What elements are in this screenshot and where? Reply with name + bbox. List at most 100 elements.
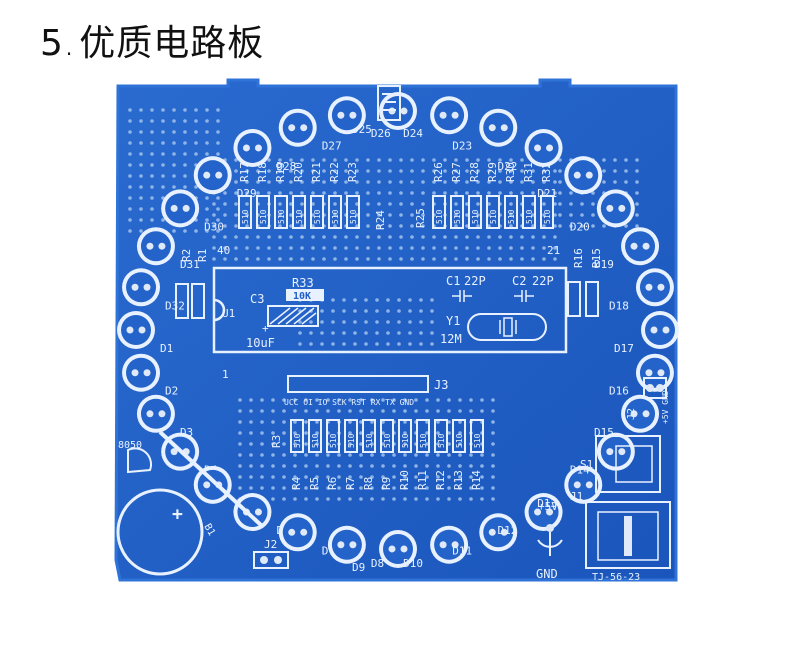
via-hole [430,342,434,346]
via-hole [498,235,502,239]
via-hole [403,409,407,413]
via-hole [322,257,326,261]
via-hole [520,169,524,173]
via-hole [443,257,447,261]
via-hole [326,464,330,468]
via-hole [278,158,282,162]
led-d3: D3 [136,394,193,439]
via-hole [300,169,304,173]
via-hole [419,320,423,324]
via-hole [370,475,374,479]
via-hole [183,185,187,189]
via-hole [342,309,346,313]
via-hole [476,191,480,195]
via-hole [311,257,315,261]
resistor-label: R6 [326,477,339,490]
via-hole [386,298,390,302]
via-hole [635,213,639,217]
via-hole [183,163,187,167]
via-hole [205,130,209,134]
via-hole [366,180,370,184]
via-hole [370,453,374,457]
via-hole [331,320,335,324]
via-hole [300,235,304,239]
led-label: D13 [537,497,557,510]
resistor-value: 510 [331,209,340,224]
via-hole [359,497,363,501]
via-hole [509,246,513,250]
via-hole [205,108,209,112]
via-hole [613,169,617,173]
resistor-label: R7 [344,477,357,490]
via-hole [298,331,302,335]
resistor-label: R23 [346,162,359,182]
via-hole [278,246,282,250]
via-hole [289,191,293,195]
via-hole [397,298,401,302]
via-hole [282,497,286,501]
r16-label: R16 [572,248,585,268]
via-hole [386,331,390,335]
via-hole [326,486,330,490]
via-hole [447,453,451,457]
via-hole [487,224,491,228]
r16-body [567,281,581,317]
via-hole [476,224,480,228]
via-hole [624,224,628,228]
via-hole [542,202,546,206]
via-hole [139,207,143,211]
via-hole [304,420,308,424]
resistor-value: 510 [435,209,444,224]
via-hole [216,218,220,222]
via-hole [388,158,392,162]
via-hole [469,409,473,413]
led-d2: D2 [122,353,178,398]
via-hole [553,213,557,217]
r33-value: 10K [293,291,311,302]
via-hole [498,180,502,184]
via-hole [542,224,546,228]
via-hole [278,180,282,184]
via-hole [348,486,352,490]
via-hole [249,398,253,402]
via-hole [443,246,447,250]
via-hole [249,442,253,446]
buzzer-plus: + [172,504,183,525]
via-hole [480,409,484,413]
via-hole [410,213,414,217]
via-hole [491,464,495,468]
via-hole [309,342,313,346]
pin40-label: 40 [217,244,230,257]
led-label: D28 [276,160,296,173]
via-hole [454,235,458,239]
via-hole [392,475,396,479]
via-hole [249,453,253,457]
via-hole [602,224,606,228]
resistor-value: 510 [313,209,322,224]
buzzer-outline [116,488,204,576]
via-hole [245,235,249,239]
via-hole [364,298,368,302]
via-hole [491,398,495,402]
led-label: D32 [165,299,185,312]
via-hole [344,180,348,184]
via-hole [531,191,535,195]
led-label: D17 [614,342,634,355]
via-hole [591,191,595,195]
via-hole [238,398,242,402]
via-hole [223,235,227,239]
resistor-value: 510 [241,209,250,224]
via-hole [399,158,403,162]
via-hole [260,409,264,413]
via-hole [469,486,473,490]
via-hole [425,420,429,424]
via-hole [212,213,216,217]
led-label: D8 [371,557,384,570]
via-hole [359,409,363,413]
resistor-label: R11 [416,470,429,490]
via-hole [128,174,132,178]
